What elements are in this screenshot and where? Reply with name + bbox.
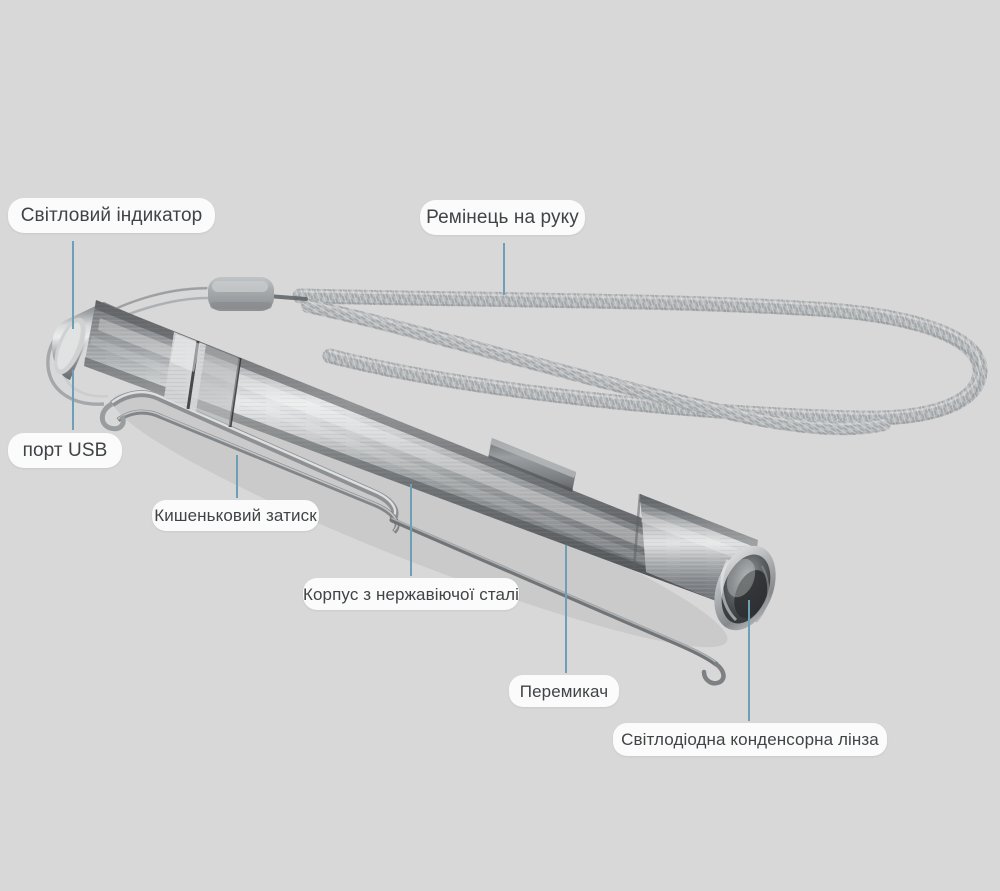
body-collar [164,332,242,428]
callout-pocket-clip[interactable]: Кишеньковий затиск [152,500,319,531]
callout-switch[interactable]: Перемикач [509,675,619,707]
leader-line-usb-port [72,370,74,430]
lanyard-bead [208,277,274,311]
callout-usb-port[interactable]: порт USB [8,433,122,468]
callout-led-lens[interactable]: Світлодіодна конденсорна лінза [613,723,887,756]
callout-wrist-strap[interactable]: Ремінець на руку [420,200,585,235]
leader-line-switch [565,545,567,673]
flashlight-body [52,300,776,631]
leader-line-stainless-body [410,484,412,576]
callout-light-indicator[interactable]: Світловий індикатор [8,198,215,233]
callout-stainless-body[interactable]: Корпус з нержавіючої сталі [303,578,519,610]
pocket-clip [99,390,726,686]
leader-line-wrist-strap [503,243,505,295]
power-switch [488,438,576,492]
leader-line-led-lens [748,600,750,721]
drop-shadow [112,392,728,648]
leader-line-pocket-clip [236,455,238,498]
leader-line-light-indicator [72,241,74,329]
wrist-lanyard [76,277,988,436]
led-condenser-lens [714,545,776,631]
